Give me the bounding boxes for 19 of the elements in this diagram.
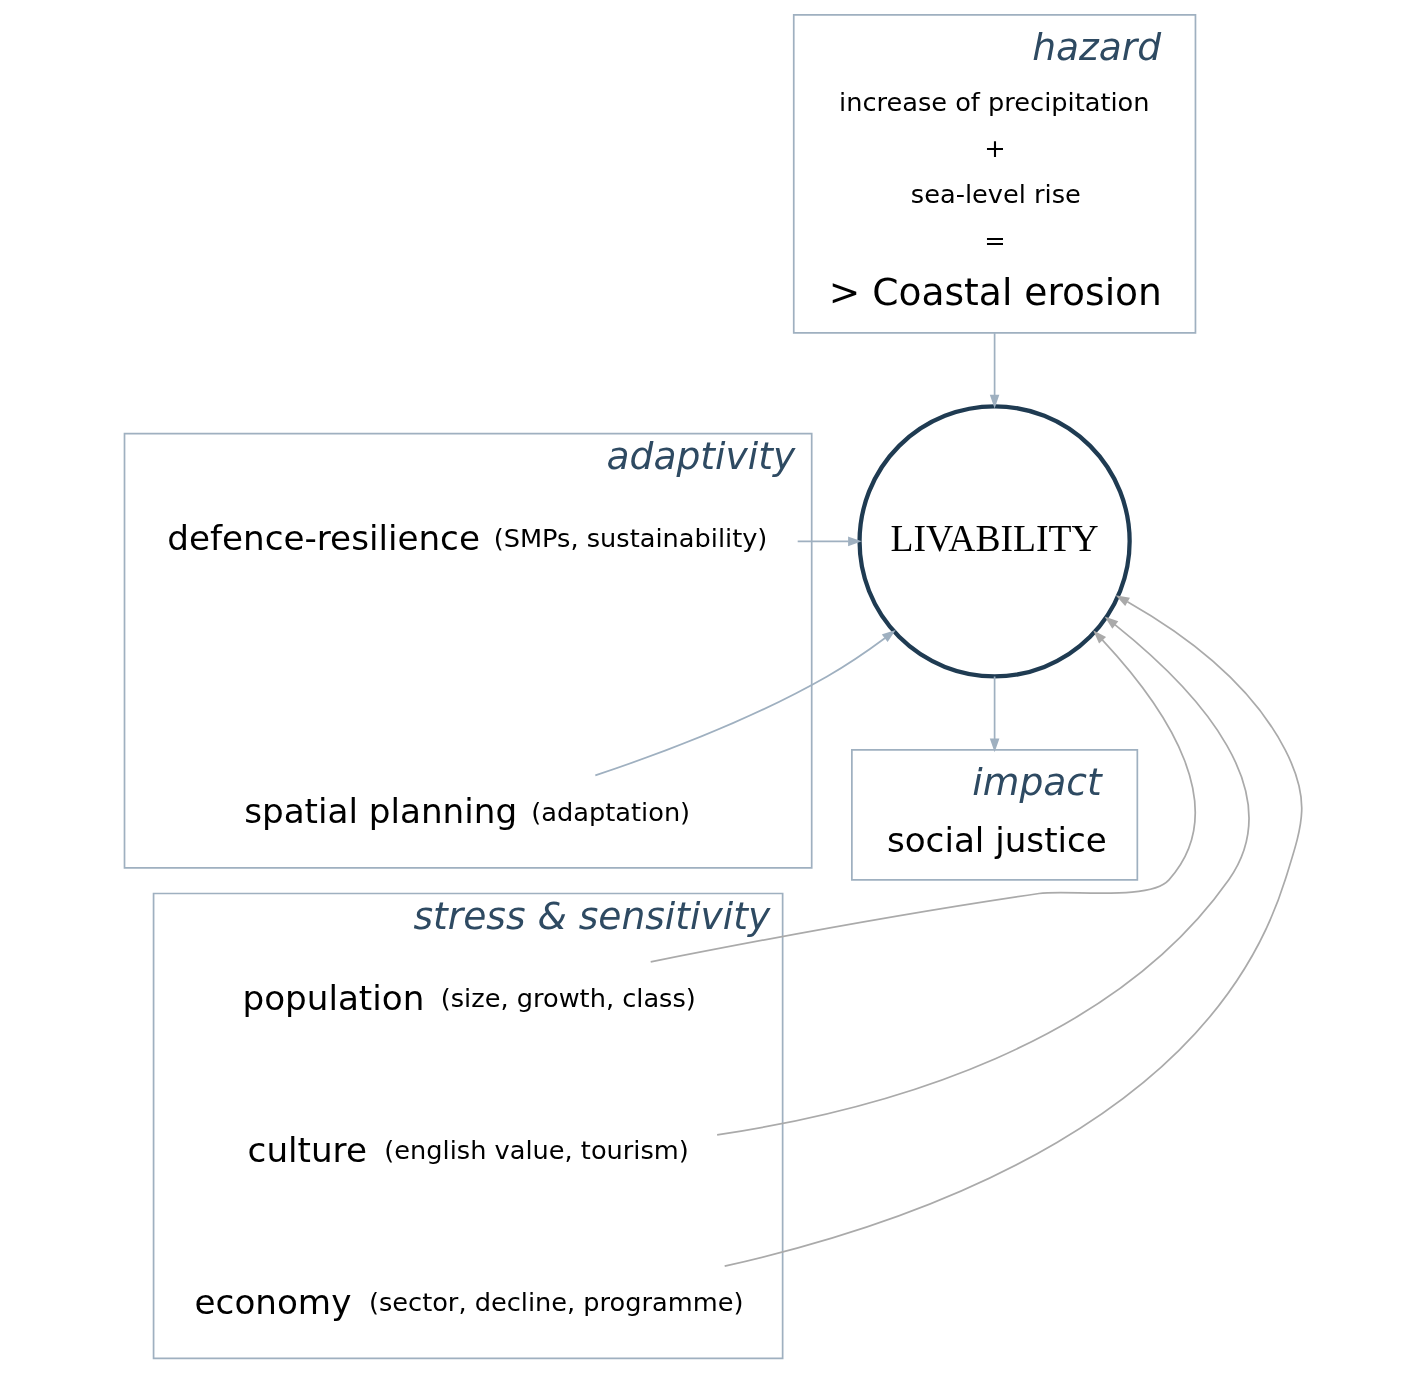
node-label: (sector, decline, programme) bbox=[368, 1287, 743, 1318]
node-label: (english value, tourism) bbox=[383, 1135, 689, 1166]
node-label: (adaptation) bbox=[530, 796, 690, 827]
node-label: (size, growth, class) bbox=[440, 983, 696, 1014]
node-text: economy bbox=[194, 1282, 351, 1323]
arrow bbox=[593, 630, 896, 777]
node-box: hazard increase of precipitation + sea-level rise = > Coastal erosion bbox=[792, 14, 1196, 334]
node-text: spatial planning bbox=[243, 791, 517, 832]
arrow bbox=[715, 616, 1250, 1136]
node-box: impact social justice bbox=[850, 749, 1138, 881]
node-label: (SMPs, sustainability) bbox=[493, 523, 767, 554]
arrow bbox=[989, 675, 999, 753]
arrow bbox=[649, 630, 1196, 963]
node-text: population bbox=[241, 977, 424, 1018]
arrow bbox=[989, 332, 999, 409]
arrow bbox=[796, 536, 862, 547]
node-text: defence-resilience bbox=[166, 517, 480, 558]
arrow bbox=[723, 595, 1303, 1267]
node-text: culture bbox=[247, 1129, 367, 1170]
